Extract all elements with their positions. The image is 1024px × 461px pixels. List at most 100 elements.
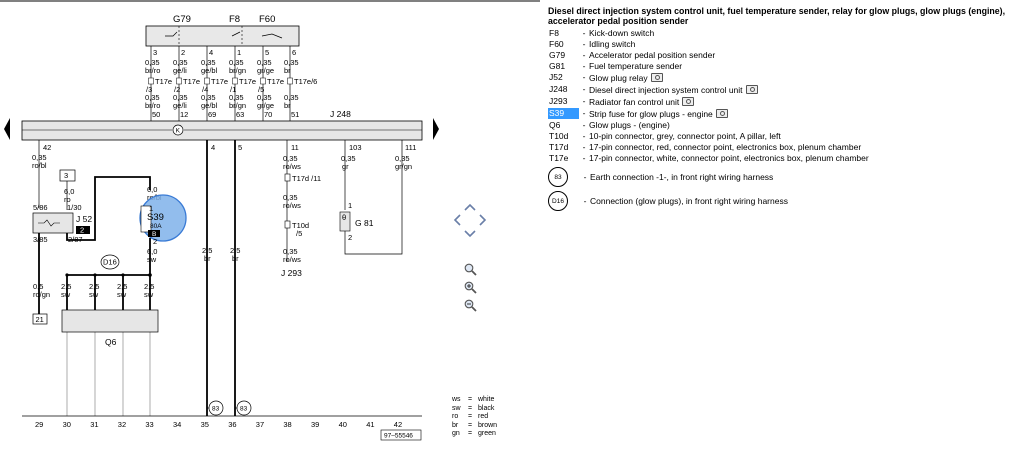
scroll-left-arrow-icon[interactable]: [4, 118, 10, 140]
legend-dash: -: [582, 50, 586, 60]
brown-wire-2-size: 2,5: [230, 246, 240, 255]
glow-wire-color: sw: [89, 290, 99, 299]
pan-up-icon[interactable]: [463, 200, 477, 214]
legend-item-f8[interactable]: F8 -Kick-down switch: [548, 28, 1018, 39]
legend-desc: Kick-down switch: [589, 28, 655, 38]
legend-desc: Glow plug relay: [589, 72, 1018, 84]
column-number: 31: [90, 420, 98, 429]
mid-wire-2-color: ro/ws: [283, 201, 301, 210]
legend-dash: -: [582, 28, 586, 38]
j52-box-num: 3: [64, 171, 68, 180]
legend-circle-item-83: 83-Earth connection -1-, in front right …: [548, 166, 1018, 188]
top-wire-size: 0,35: [145, 58, 160, 67]
glow-wire-color: sw: [144, 290, 154, 299]
glow-wire-size: 2,5: [89, 282, 99, 291]
s39-wire-out-color: sw: [147, 255, 157, 264]
legend-dash: -: [582, 142, 586, 152]
legend-item-j248[interactable]: J248 -Diesel direct injection system cont…: [548, 84, 1018, 96]
legend-dash: -: [583, 171, 587, 182]
legend-code[interactable]: S39: [548, 108, 579, 119]
legend-code[interactable]: G81: [549, 61, 566, 71]
right-wire-1-size: 0,35: [341, 154, 356, 163]
glow-wire-size: 2,5: [144, 282, 154, 291]
legend-code[interactable]: F60: [549, 39, 564, 49]
column-number: 33: [145, 420, 153, 429]
legend-desc: Strip fuse for glow plugs - engine: [589, 108, 1018, 120]
pin-4: 4: [211, 143, 215, 152]
legend-item-j52[interactable]: J52 -Glow plug relay: [548, 72, 1018, 84]
pan-right-icon[interactable]: [476, 213, 490, 227]
connector-label: T17e/6: [294, 77, 317, 86]
legend-code[interactable]: F8: [549, 28, 559, 38]
bottom-wire-size: 0,35: [145, 93, 160, 102]
legend-item-t17e[interactable]: T17e-17-pin connector, white, connector …: [548, 153, 1018, 164]
legend-item-f60[interactable]: F60-Idling switch: [548, 39, 1018, 50]
camera-icon[interactable]: [745, 85, 758, 94]
legend-circle-code: D16: [548, 191, 568, 211]
connector-label: T17e: [211, 77, 228, 86]
brown-wire-1-size: 2,5: [202, 246, 212, 255]
s39-pin-top: 1: [149, 204, 153, 213]
j52-pin-a: 5/86: [33, 203, 48, 212]
g81-pin-1: 1: [348, 201, 352, 210]
legend-code[interactable]: T17e: [549, 153, 569, 163]
mid-wire-3-color: ro/ws: [283, 255, 301, 264]
brown-wire-2-color: br: [232, 254, 239, 263]
legend-item-t10d[interactable]: T10d-10-pin connector, grey, connector p…: [548, 131, 1018, 142]
legend-code[interactable]: G79: [549, 50, 566, 60]
top-pin: 5: [265, 48, 269, 57]
legend-code[interactable]: Q6: [549, 120, 561, 130]
legend-code[interactable]: T10d: [549, 131, 569, 141]
zoom-out-icon[interactable]: [463, 298, 477, 312]
legend-code[interactable]: J248: [549, 84, 568, 94]
legend-dash: -: [582, 120, 586, 130]
scroll-right-arrow-icon[interactable]: [433, 118, 439, 140]
camera-icon[interactable]: [682, 97, 695, 106]
pan-left-icon[interactable]: [450, 213, 464, 227]
legend-item-j293[interactable]: J293-Radiator fan control unit: [548, 96, 1018, 108]
zoom-fit-icon[interactable]: [463, 262, 477, 276]
pedal-sender-component: G79 F8 F60: [145, 14, 300, 47]
legend-dash: -: [582, 84, 586, 94]
bottom-wire-color: br/ro: [145, 101, 160, 110]
connector-label: T17e: [183, 77, 200, 86]
legend-desc: Connection (glow plugs), in front right …: [590, 195, 788, 206]
legend-item-t17d[interactable]: T17d-17-pin connector, red, connector po…: [548, 142, 1018, 153]
glow-wire-size: 2,5: [61, 282, 71, 291]
legend-code[interactable]: T17d: [549, 142, 569, 152]
top-pin: 2: [181, 48, 185, 57]
bottom-wire-size: 0,35: [229, 93, 244, 102]
column-number: 40: [339, 420, 347, 429]
top-pin: 3: [153, 48, 157, 57]
j52-wire-a-color: ro: [64, 195, 71, 204]
pin-5: 5: [238, 143, 242, 152]
legend-item-g81[interactable]: G81-Fuel temperature sender: [548, 61, 1018, 72]
f8-label: F8: [229, 14, 240, 25]
legend-item-q6[interactable]: Q6-Glow plugs - (engine): [548, 120, 1018, 131]
bottom-wire-color: ge/bl: [201, 101, 218, 110]
legend-title: Diesel direct injection system control u…: [548, 6, 1006, 26]
column-number: 42: [394, 420, 402, 429]
mid-wire-1-color: ro/ws: [283, 162, 301, 171]
right-wire-2-size: 0,35: [395, 154, 410, 163]
s39-wire-out-size: 6,0: [147, 247, 157, 256]
zoom-in-icon[interactable]: [463, 280, 477, 294]
wiring-diagram: G79 F8 F60 30,35br/roT17e/30,35br/ro5020…: [0, 0, 540, 441]
j293-label: J 293: [281, 268, 302, 278]
legend-dash: -: [582, 72, 586, 82]
legend-desc: Accelerator pedal position sender: [589, 50, 716, 60]
legend-desc: Diesel direct injection system control u…: [589, 84, 1018, 96]
right-wire-1-color: gr: [342, 162, 349, 171]
legend-code[interactable]: J293: [549, 96, 568, 106]
top-pin: 4: [209, 48, 213, 57]
legend-desc: Idling switch: [589, 39, 636, 49]
legend-item-g79[interactable]: G79 -Accelerator pedal position sender: [548, 50, 1018, 61]
legend-item-s39[interactable]: S39-Strip fuse for glow plugs - engine: [548, 108, 1018, 120]
s39-fuse-highlight[interactable]: S39 80A B 1: [139, 194, 187, 242]
top-wire-color: br/gn: [229, 66, 246, 75]
legend-code[interactable]: J52: [549, 72, 563, 82]
camera-icon[interactable]: [650, 73, 663, 82]
pan-down-icon[interactable]: [463, 227, 477, 241]
camera-icon[interactable]: [715, 109, 728, 118]
